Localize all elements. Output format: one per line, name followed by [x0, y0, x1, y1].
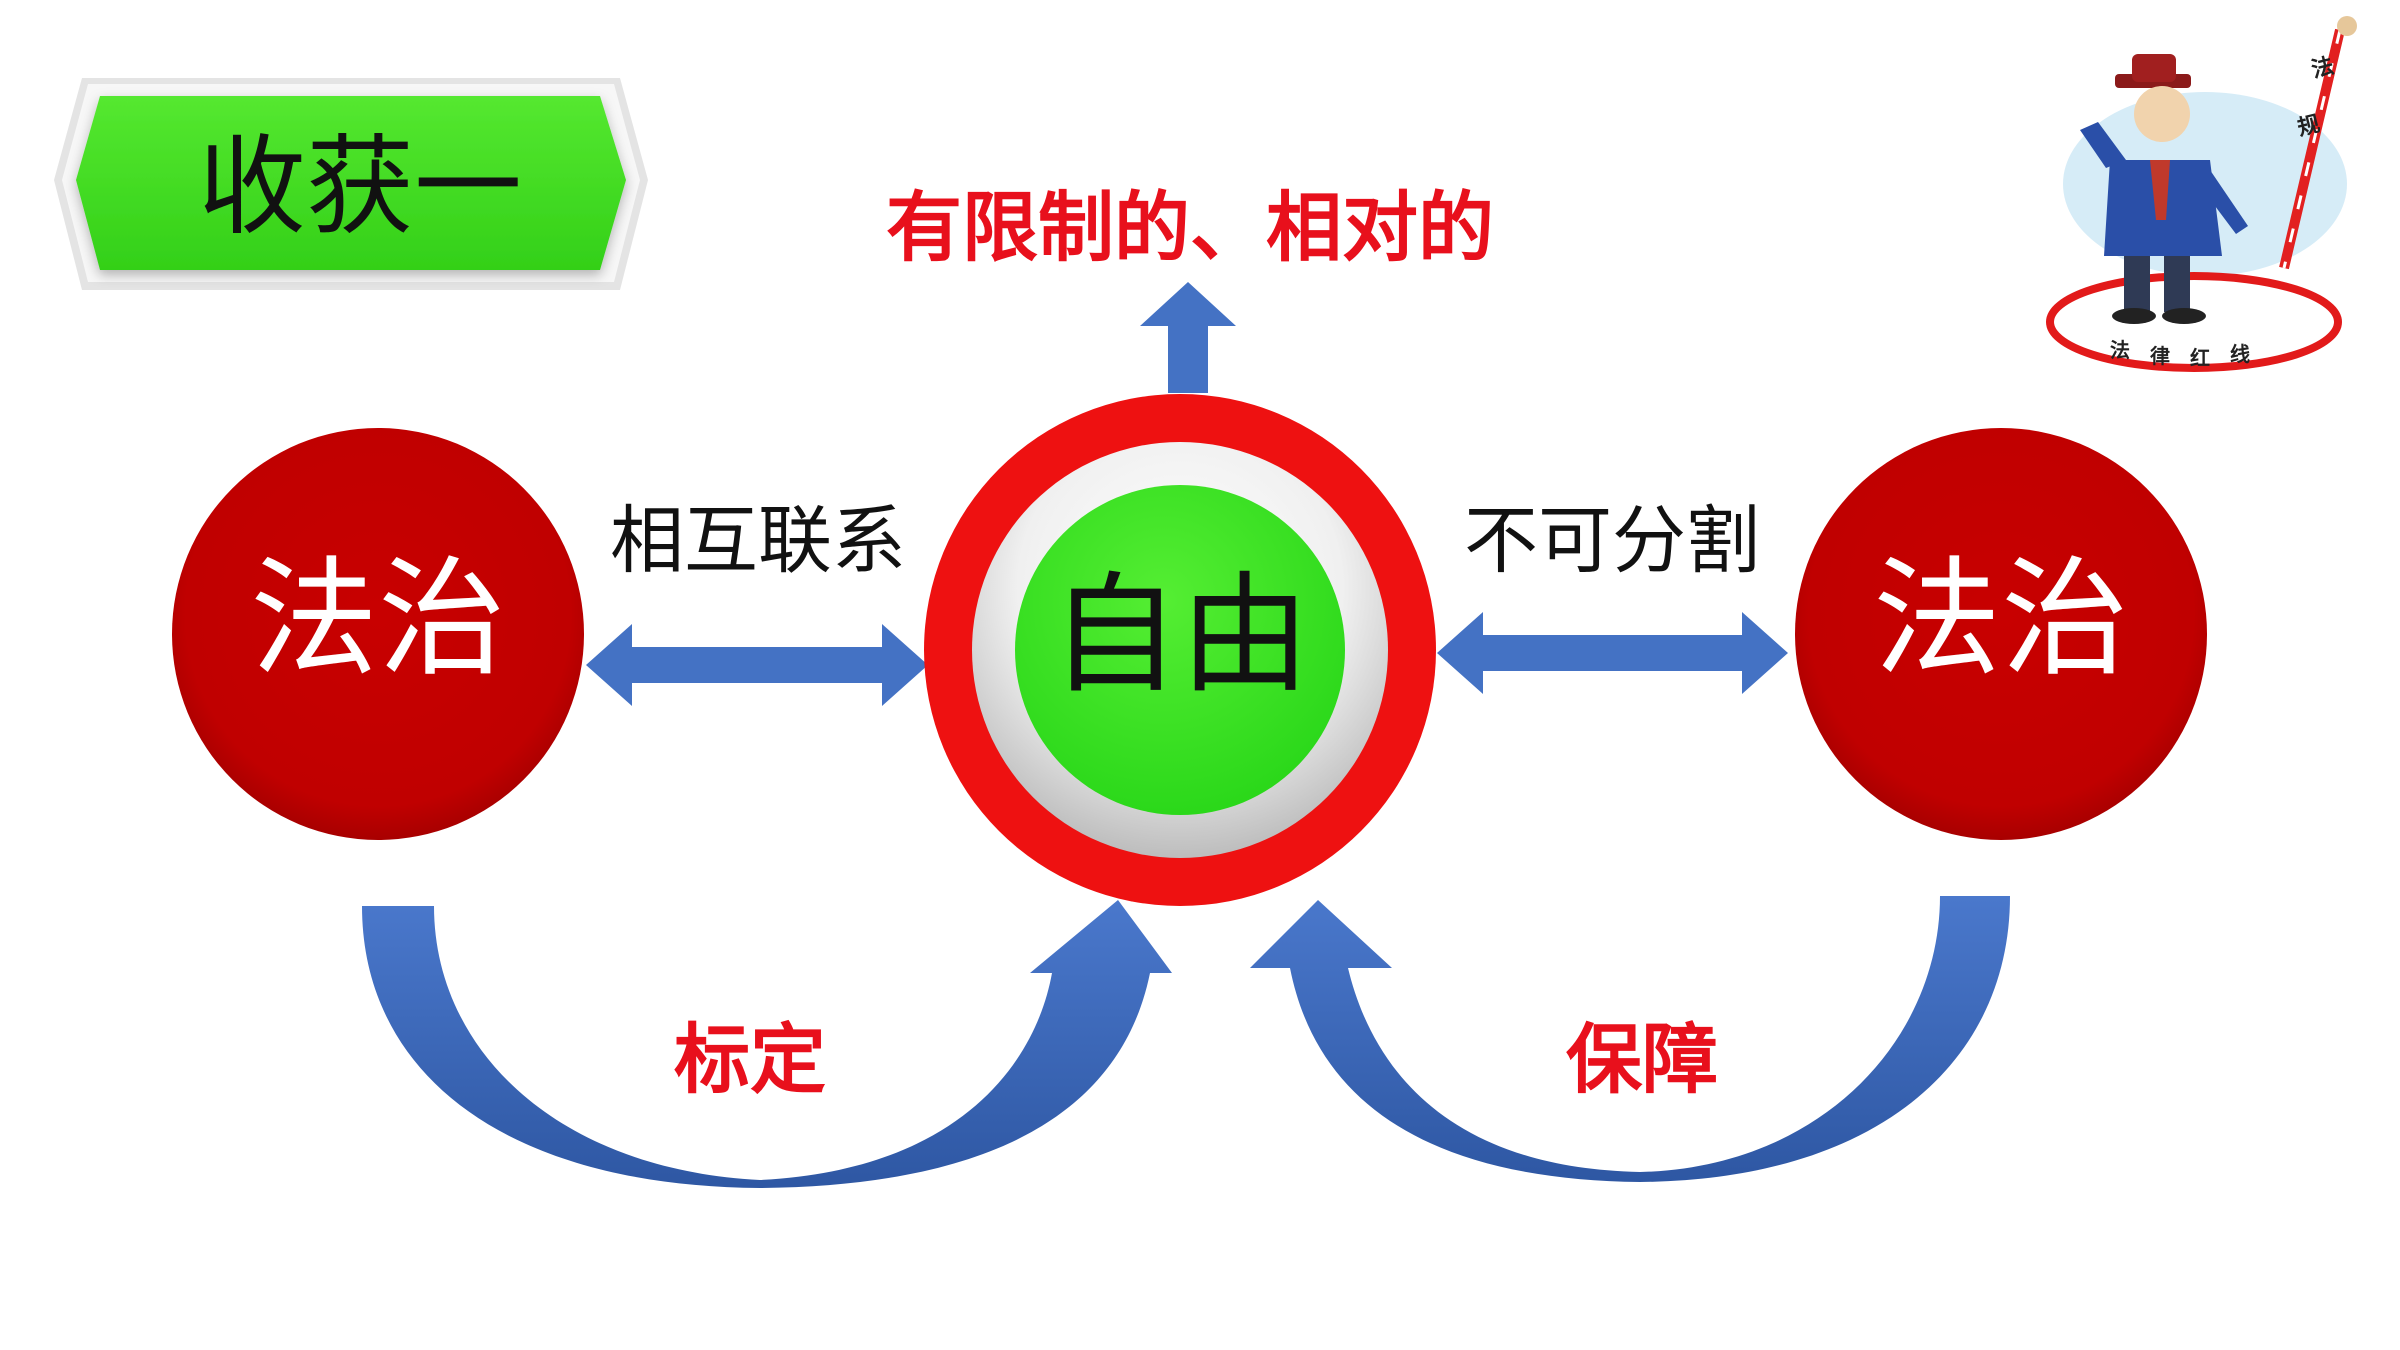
left-arc-label: 标定 — [674, 1015, 826, 1104]
left-double-arrow — [586, 624, 928, 706]
right-arc-label: 保障 — [1566, 1015, 1718, 1104]
left-node-label: 法治 — [249, 545, 506, 694]
right-link-label: 不可分割 — [1464, 498, 1760, 584]
title-badge — [54, 78, 648, 290]
left-curved-arrow — [362, 900, 1172, 1188]
face — [2134, 86, 2190, 142]
right-curved-arrow — [1250, 896, 2010, 1182]
circle-text-3: 红 — [2190, 346, 2210, 370]
left-node — [172, 428, 584, 840]
up-arrow — [1140, 282, 1236, 393]
law-red-line-illustration — [2046, 16, 2357, 372]
top-note: 有限制的、相对的 — [886, 183, 1494, 272]
right-node — [1795, 428, 2207, 840]
center-label: 自由 — [1049, 559, 1310, 711]
red-line-circle — [2046, 272, 2342, 372]
center-node — [924, 394, 1436, 906]
left-link-label: 相互联系 — [610, 498, 906, 584]
hand-icon — [2337, 16, 2357, 36]
circle-text-2: 律 — [2150, 344, 2170, 368]
right-node-label: 法治 — [1872, 545, 2129, 694]
right-double-arrow — [1437, 612, 1788, 694]
page-title: 收获一 — [197, 125, 522, 250]
circle-text-4: 线 — [2230, 342, 2250, 366]
circle-text-1: 法 — [2110, 338, 2130, 362]
